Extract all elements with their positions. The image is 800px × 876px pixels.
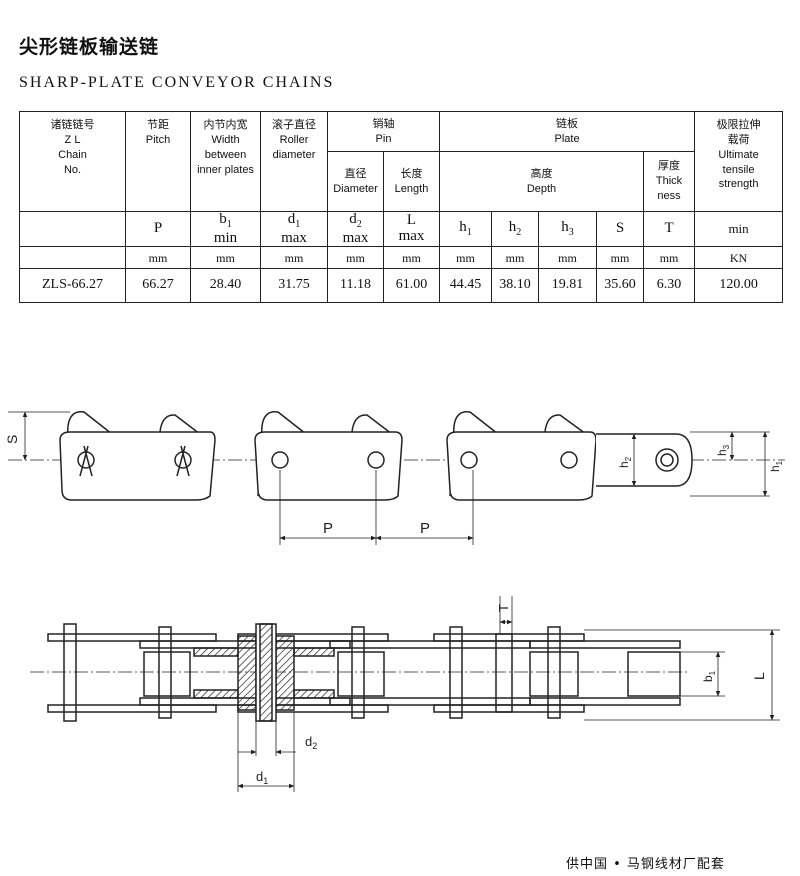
value-cell: 6.30	[642, 268, 696, 304]
value-cell: 44.45	[439, 268, 492, 304]
dim-s-label: S	[4, 435, 20, 444]
unit-cell: mm	[491, 246, 539, 270]
dim-p-label: P	[420, 520, 430, 537]
dim-h1-label: h1	[768, 460, 784, 472]
top-view	[30, 623, 690, 722]
symbol-min: min	[694, 210, 784, 248]
value-cell: 11.18	[327, 268, 384, 304]
value-cell: 28.40	[190, 268, 261, 304]
dim-b1-label: b1	[701, 670, 717, 682]
value-cell: 19.81	[538, 268, 597, 304]
side-dimensions	[8, 411, 770, 545]
chain-no-cell: ZLS-66.27	[19, 268, 126, 304]
symbol-t: T	[642, 210, 696, 248]
top-dimensions	[237, 596, 780, 792]
dim-t-label: T	[496, 604, 511, 612]
value-cell: 38.10	[491, 268, 539, 304]
unit-row: mm mm mm mm mm mm mm mm mm mm KN	[19, 246, 784, 270]
side-view	[8, 411, 785, 501]
dim-h2-label: h2	[617, 456, 633, 468]
unit-cell: mm	[260, 246, 328, 270]
dim-d1-label: d1	[256, 769, 268, 786]
footer-note: 供中国 • 马钢线材厂配套	[566, 857, 725, 872]
value-cell: 31.75	[260, 268, 328, 304]
value-cell: 35.60	[596, 268, 644, 304]
top-dimension-labels: T b1 L d2 d1	[256, 604, 767, 786]
symbol-p: P	[125, 210, 191, 248]
table-row: ZLS-66.27 66.27 28.40 31.75 11.18 61.00 …	[19, 268, 784, 304]
page-title-en: SHARP-PLATE CONVEYOR CHAINS	[19, 74, 335, 91]
dim-l-label: L	[751, 672, 767, 680]
side-dimension-labels: S P P h2 h3 h1	[4, 435, 784, 537]
dim-h3-label: h3	[715, 444, 731, 456]
value-cell: 120.00	[694, 268, 784, 304]
value-cell: 66.27	[125, 268, 191, 304]
symbol-s: S	[596, 210, 644, 248]
page-title-cn: 尖形链板输送链	[19, 36, 160, 58]
dim-p-label: P	[323, 520, 333, 537]
unit-cell: mm	[190, 246, 261, 270]
dim-d2-label: d2	[305, 734, 317, 751]
